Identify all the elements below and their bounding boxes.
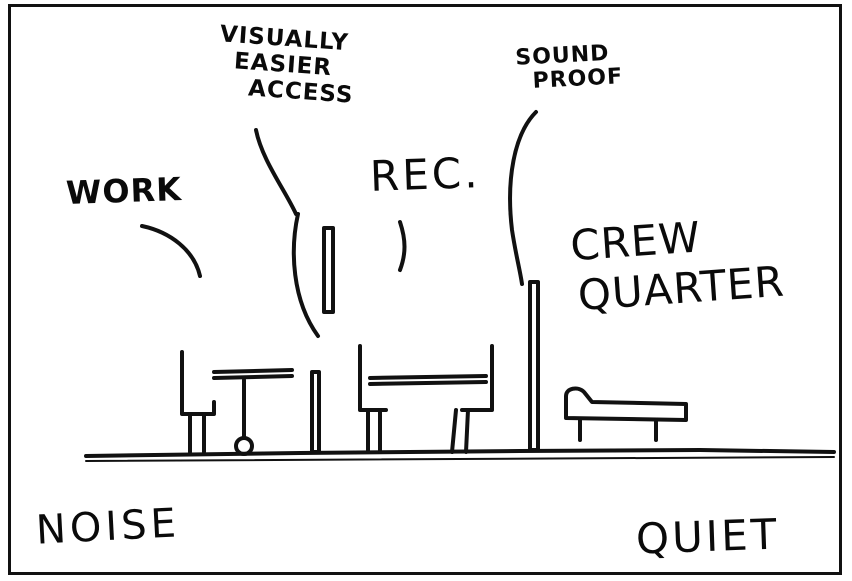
work-seat	[180, 350, 216, 416]
partition-panel	[322, 226, 335, 314]
rec-seat-left	[358, 344, 388, 412]
transparent-partition	[291, 212, 320, 338]
label-quiet: QUIET	[635, 509, 781, 564]
crew-bed	[564, 386, 688, 422]
label-proof: PROOF	[531, 64, 624, 94]
work-table-base	[234, 436, 254, 456]
label-work: WORK	[65, 169, 183, 213]
label-visually-easier-access: VISUALLY EASIER ACCESS	[215, 21, 357, 108]
soundproof-wall	[528, 280, 540, 452]
work-divider	[310, 370, 321, 454]
access-leader-line	[254, 128, 298, 216]
rec-table-top	[368, 374, 488, 386]
rec-seat-right	[460, 344, 494, 412]
label-noise: NOISE	[34, 500, 181, 554]
work-seat-legs	[188, 412, 206, 454]
work-table-top	[212, 368, 294, 380]
work-leader-line	[140, 224, 202, 278]
soundproof-leader-line	[508, 110, 538, 286]
floor-line	[84, 448, 836, 458]
drawing-border	[8, 4, 842, 575]
rec-seat-right-legs	[450, 408, 470, 454]
label-rec: REC.	[369, 148, 482, 201]
crew-bed-legs	[578, 418, 658, 442]
label-soundproof: SOUND PROOF	[515, 41, 624, 95]
floor-line-edge	[85, 456, 835, 462]
label-crew-quarter: CREW QUARTER	[569, 207, 787, 321]
rec-seat-left-legs	[366, 408, 382, 454]
rec-leader-line	[398, 220, 407, 272]
